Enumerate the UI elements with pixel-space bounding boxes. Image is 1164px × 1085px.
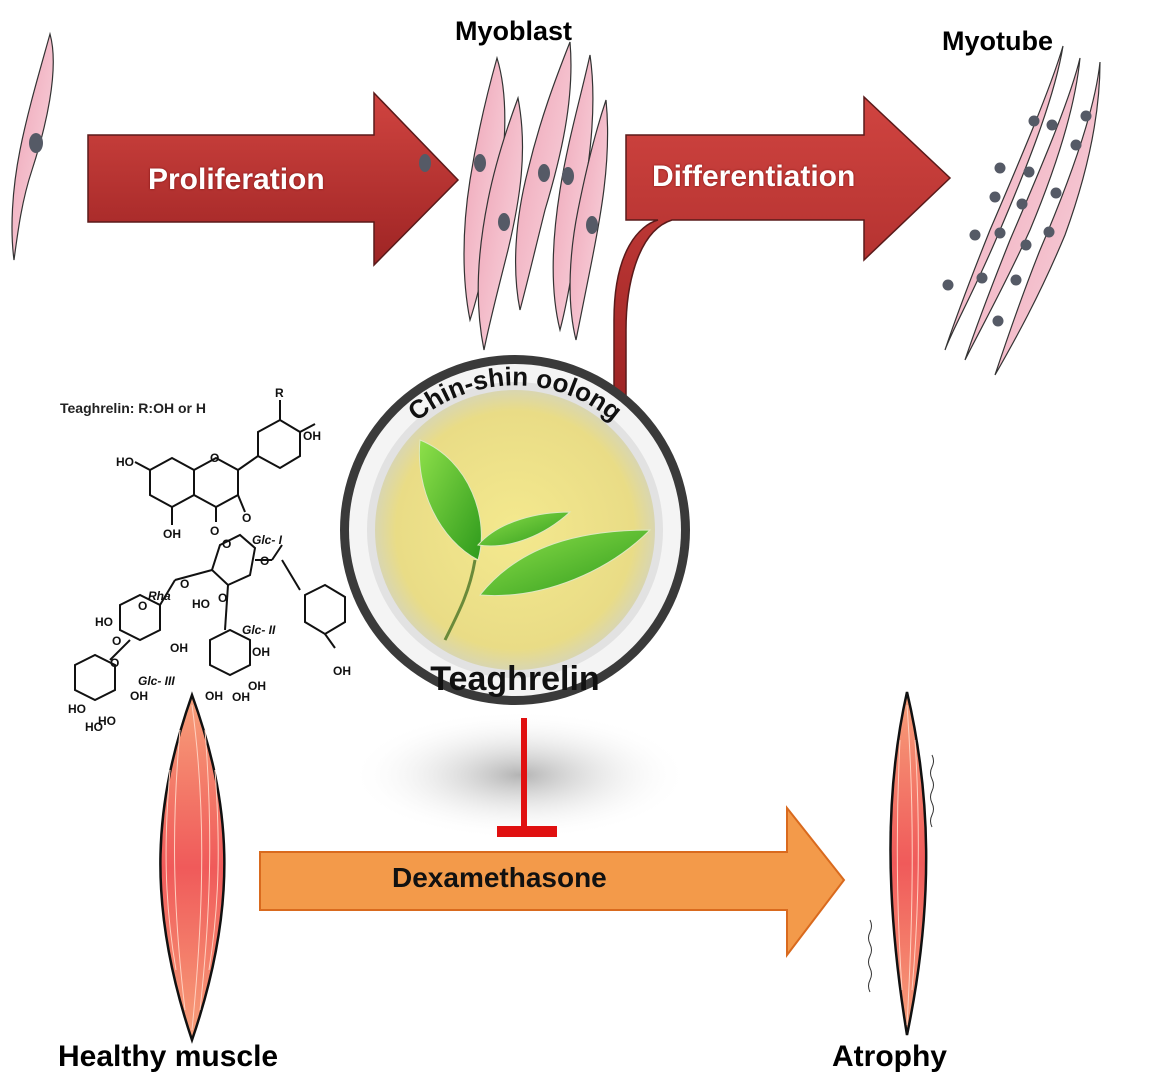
healthy-muscle-fiber — [159, 691, 226, 1044]
single-myoblast-cell — [11, 31, 54, 261]
svg-text:OH: OH — [130, 689, 148, 703]
proliferation-label: Proliferation — [148, 163, 325, 196]
cup-shadow — [350, 710, 690, 840]
svg-text:OH: OH — [170, 641, 188, 655]
svg-text:OH: OH — [163, 527, 181, 541]
wavy-line-icon — [868, 919, 872, 993]
svg-text:Glc- II: Glc- II — [242, 623, 276, 637]
svg-text:O: O — [138, 599, 147, 613]
svg-text:O: O — [242, 511, 251, 525]
proliferation-arrow — [87, 91, 460, 267]
healthy-muscle-label: Healthy muscle — [58, 1040, 279, 1073]
tea-leaf-icon — [418, 439, 652, 641]
svg-text:O: O — [110, 656, 119, 670]
inhibition-symbol — [497, 718, 557, 837]
myotube-label: Myotube — [942, 26, 1053, 56]
svg-text:O: O — [218, 591, 227, 605]
svg-text:OH: OH — [205, 689, 223, 703]
myoblast-label: Myoblast — [455, 16, 573, 46]
chemical-atom-labels: R OH HO O OH O O Glc- I O O Rha HO O HO … — [68, 386, 351, 734]
svg-text:HO: HO — [95, 615, 113, 629]
svg-text:OH: OH — [232, 690, 250, 704]
svg-text:OH: OH — [333, 664, 351, 678]
svg-text:HO: HO — [98, 714, 116, 728]
svg-text:HO: HO — [116, 455, 134, 469]
atrophied-muscle-fiber — [868, 691, 934, 1036]
wavy-line-icon — [930, 754, 934, 828]
cup-bottom-text: Teaghrelin — [430, 660, 599, 698]
svg-text:HO: HO — [68, 702, 86, 716]
svg-text:HO: HO — [85, 720, 103, 734]
dexamethasone-arrow — [259, 805, 846, 958]
differentiation-arrow — [613, 95, 952, 402]
nucleus — [29, 133, 43, 153]
svg-text:OH: OH — [248, 679, 266, 693]
svg-text:Glc- III: Glc- III — [138, 674, 175, 688]
svg-text:O: O — [210, 451, 219, 465]
atrophy-label: Atrophy — [832, 1040, 947, 1073]
svg-text:O: O — [222, 537, 231, 551]
svg-text:O: O — [210, 524, 219, 538]
svg-text:OH: OH — [303, 429, 321, 443]
teaghrelin-structure — [74, 400, 346, 702]
svg-text:O: O — [112, 634, 121, 648]
svg-text:Rha: Rha — [148, 589, 171, 603]
svg-text:Glc- I: Glc- I — [252, 533, 283, 547]
differentiation-label: Differentiation — [652, 160, 856, 193]
myoblast-cluster — [419, 41, 609, 351]
myotube-cluster — [942, 45, 1101, 376]
svg-text:OH: OH — [252, 645, 270, 659]
svg-text:R: R — [275, 386, 284, 400]
chemical-title: Teaghrelin: R:OH or H — [60, 400, 206, 416]
svg-text:O: O — [260, 554, 269, 568]
svg-text:O: O — [180, 577, 189, 591]
svg-text:HO: HO — [192, 597, 210, 611]
dexamethasone-label: Dexamethasone — [392, 862, 607, 893]
